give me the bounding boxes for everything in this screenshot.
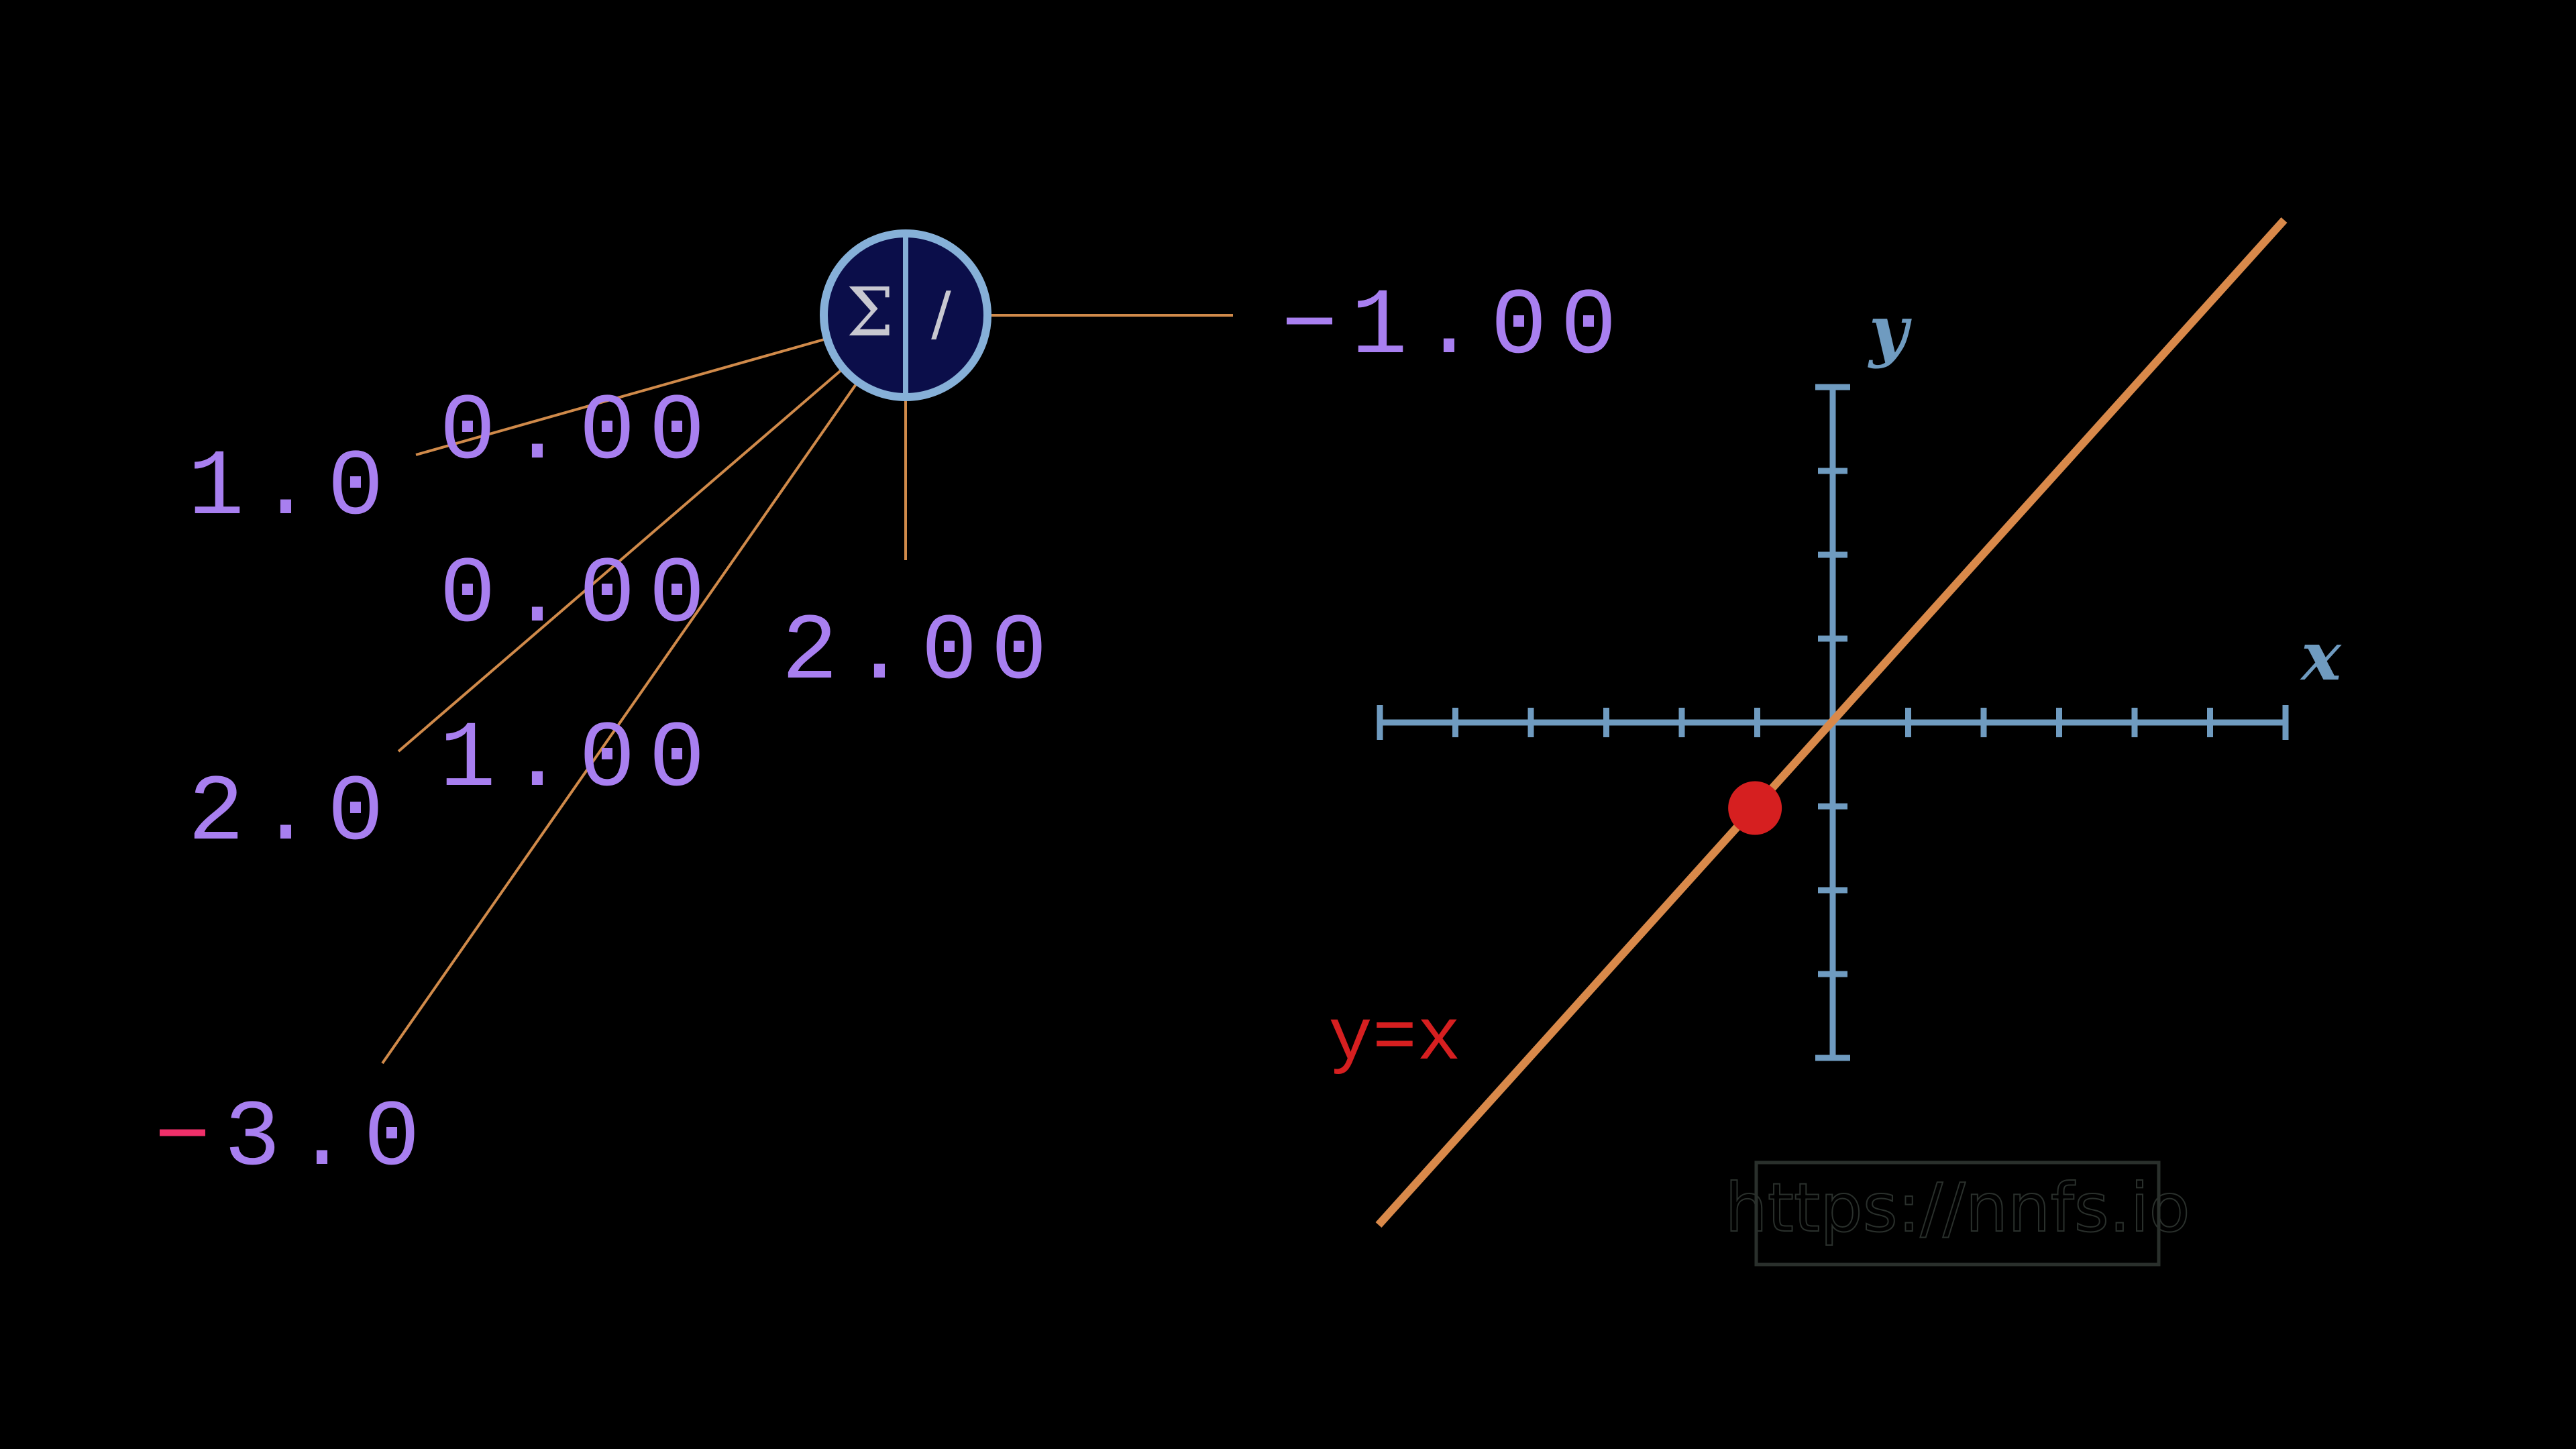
input-sign-3: − [154,1086,224,1193]
y-axis-label: y [1868,290,1912,370]
output-value: −1.00 [1281,274,1630,381]
connection-input-1 [415,337,827,456]
y-axis-ticks [1815,384,1850,1061]
function-graph: x y y=x [1328,217,2342,1228]
watermark: https://nnfs.io [1724,1161,2191,1267]
bias-value: 2.00 [782,600,1061,706]
watermark-text: https://nnfs.io [1725,1169,2190,1247]
x-axis-label: x [2300,616,2342,696]
watermark-box [1754,1161,2161,1267]
weight-3: 1.00 [439,707,718,814]
connections [381,314,1233,1065]
input-value-1: 1.0 [188,435,397,542]
input-value-text-3: 3.0 [224,1086,433,1193]
input-value-2: 2.0 [188,761,397,867]
current-point [1728,781,1782,835]
function-label: y=x [1328,998,1461,1081]
sum-icon: Σ [847,273,894,352]
input-values: 1.0 2.0 −3.0 [154,435,433,1193]
neuron: Σ / [820,229,991,401]
x-axis-ticks [1377,705,2289,740]
activation-icon: / [931,279,951,348]
input-value-text-1: 1.0 [188,435,397,542]
input-value-3: −3.0 [154,1086,433,1193]
connection-input-3 [381,381,859,1065]
function-line [1375,217,2288,1228]
connection-input-2 [397,368,844,753]
weights: 0.00 0.00 1.00 [439,380,718,814]
weight-1: 0.00 [439,380,718,486]
input-value-text-2: 2.0 [188,761,397,867]
weight-2: 0.00 [439,543,718,649]
